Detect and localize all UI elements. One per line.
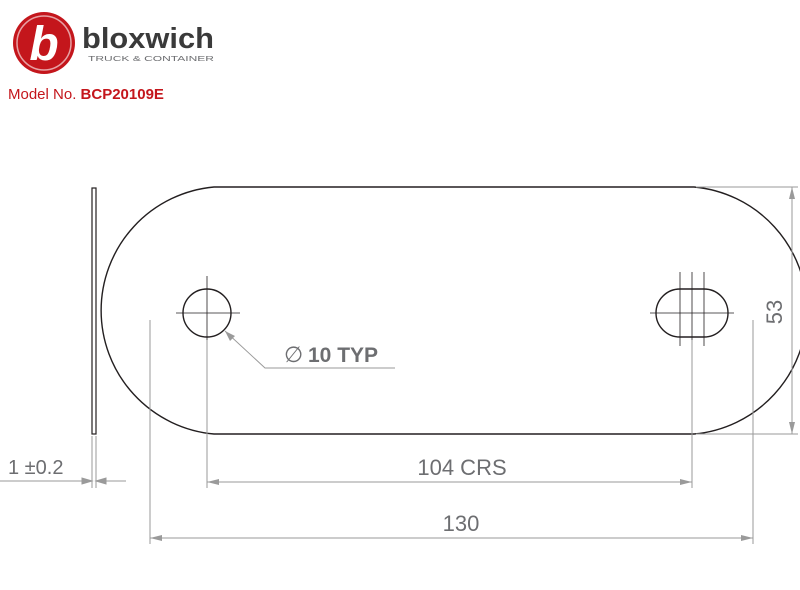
brand-name: bloxwich — [82, 23, 214, 55]
brand-logo: b bloxwich TRUCK & CONTAINER — [13, 12, 215, 74]
centres-arrow-left — [207, 479, 219, 485]
hole-diameter-label: 10 TYP — [308, 344, 378, 367]
arrow-right — [94, 477, 107, 485]
hole-diameter-symbol: ∅ — [284, 342, 303, 367]
plate — [100, 186, 800, 435]
hole-leader — [224, 330, 395, 369]
brand-tagline: TRUCK & CONTAINER — [88, 54, 215, 63]
length-arrow-right — [741, 535, 753, 541]
length-arrow-left — [150, 535, 162, 541]
length-label: 130 — [443, 511, 480, 536]
centre-marks — [176, 272, 734, 346]
model-number: BCP20109E — [80, 86, 164, 103]
hole-leader-arrow — [225, 331, 235, 341]
model-number-line: Model No. BCP20109E — [8, 86, 164, 103]
thickness-label: 1 ±0.2 — [8, 457, 63, 479]
side-profile — [91, 187, 97, 435]
side-view — [91, 187, 97, 435]
height-arrow-bottom — [789, 422, 795, 434]
length-dimension — [149, 320, 754, 544]
centres-label: 104 CRS — [417, 455, 506, 480]
centres-arrow-right — [680, 479, 692, 485]
arrow-left — [81, 477, 94, 485]
logo-badge-ring — [16, 15, 72, 71]
plate-outline — [100, 186, 800, 435]
centres-dimension — [206, 340, 693, 488]
logo-letter: b — [29, 18, 58, 71]
hole-leader-line — [224, 330, 395, 369]
height-dimension — [696, 186, 798, 435]
model-label: Model No. — [8, 86, 77, 103]
logo-badge — [13, 12, 75, 74]
height-arrow-top — [789, 187, 795, 199]
thickness-dimension — [0, 436, 126, 488]
height-label: 53 — [762, 300, 787, 324]
